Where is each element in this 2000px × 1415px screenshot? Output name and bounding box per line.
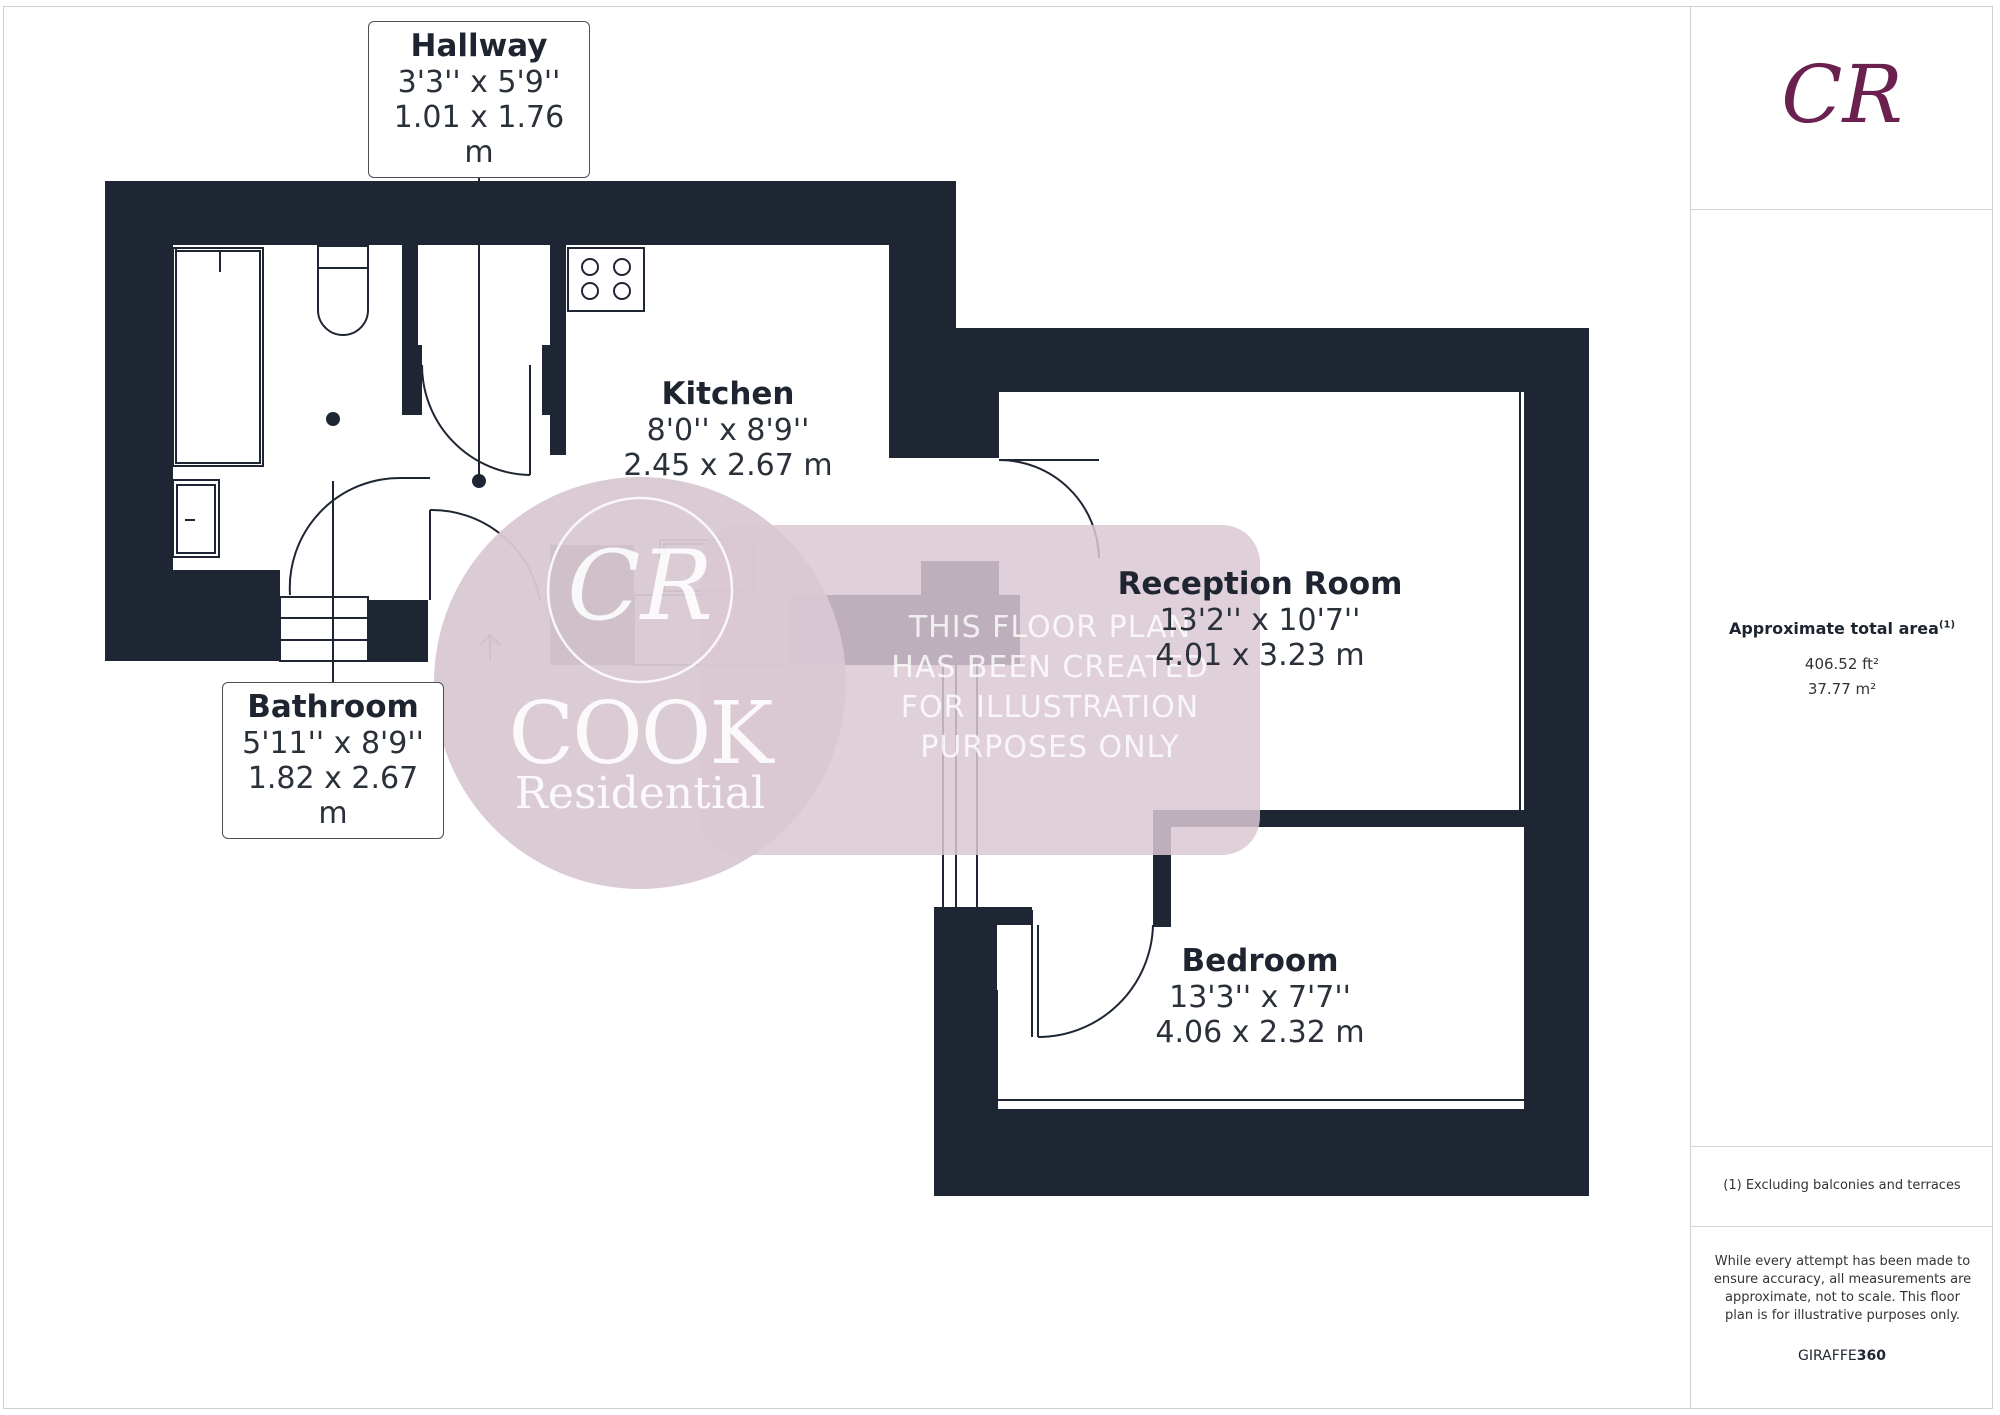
room-metric: 4.06 x 2.32 m: [1155, 1014, 1365, 1050]
toilet-icon: [317, 245, 369, 336]
room-label-hallway: Hallway 3'3'' x 5'9'' 1.01 x 1.76 m: [368, 21, 590, 178]
watermark-line: HAS BEEN CREATED: [891, 650, 1209, 685]
sink-icon: [172, 479, 220, 558]
brand-suffix: 360: [1856, 1348, 1886, 1364]
room-label-kitchen: Kitchen 8'0'' x 8'9'' 2.45 x 2.67 m: [598, 376, 858, 483]
footnote: (1) Excluding balconies and terraces: [1723, 1178, 1961, 1193]
area-sqm: 37.77 m²: [1807, 680, 1877, 698]
room-imperial: 8'0'' x 8'9'': [646, 412, 810, 448]
room-metric: 1.01 x 1.76 m: [393, 99, 565, 171]
logo-section: CR: [1691, 6, 1993, 210]
area-footnote-mark: (1): [1938, 619, 1956, 631]
brand-logo: CR: [1781, 48, 1903, 141]
area-title: Approximate total area(1): [1691, 619, 1993, 638]
room-imperial: 5'11'' x 8'9'': [242, 725, 424, 761]
bathroom-steps: [279, 596, 369, 662]
disclaimer: While every attempt has been made to ens…: [1713, 1254, 1972, 1323]
area-section: Approximate total area(1) 406.52 ft² 37.…: [1691, 210, 1993, 1147]
room-name: Bedroom: [1181, 943, 1339, 979]
area-sqft: 406.52 ft²: [1804, 655, 1880, 673]
area-title-text: Approximate total area: [1728, 619, 1939, 638]
hob-icon: [567, 247, 645, 312]
watermark-notice: THIS FLOOR PLAN HAS BEEN CREATED FOR ILL…: [860, 608, 1240, 768]
watermark-line: THIS FLOOR PLAN: [908, 610, 1192, 645]
room-name: Bathroom: [247, 689, 419, 725]
floor-plan-drawing: [105, 159, 1589, 1196]
footnote-section: (1) Excluding balconies and terraces: [1691, 1147, 1993, 1227]
watermark-line: FOR ILLUSTRATION: [900, 690, 1200, 725]
markers: [326, 412, 486, 488]
room-label-bathroom: Bathroom 5'11'' x 8'9'' 1.82 x 2.67 m: [222, 682, 444, 839]
room-name: Hallway: [410, 28, 548, 64]
room-imperial: 13'3'' x 7'7'': [1169, 979, 1351, 1015]
bath-icon: [172, 247, 264, 467]
room-imperial: 13'2'' x 10'7'': [1159, 602, 1361, 638]
watermark-logo-sub: Residential: [514, 768, 766, 819]
info-sidebar: CR Approximate total area(1) 406.52 ft² …: [1690, 6, 1993, 1409]
watermark-logo-name: COOK: [508, 684, 773, 784]
room-metric: 2.45 x 2.67 m: [623, 447, 833, 483]
watermark-line: PURPOSES ONLY: [920, 730, 1180, 765]
room-name: Kitchen: [661, 376, 795, 412]
page-frame: [3, 6, 1993, 1409]
brand-prefix: GIRAFFE: [1798, 1348, 1857, 1364]
room-label-bedroom: Bedroom 13'3'' x 7'7'' 4.06 x 2.32 m: [1120, 943, 1400, 1050]
room-label-reception: Reception Room 13'2'' x 10'7'' 4.01 x 3.…: [1100, 566, 1420, 673]
floor-plan: CR COOK Residential THIS FLOOR PLAN HAS …: [105, 21, 1589, 1196]
room-name: Reception Room: [1117, 566, 1403, 602]
room-metric: 4.01 x 3.23 m: [1155, 637, 1365, 673]
room-imperial: 3'3'' x 5'9'': [397, 64, 561, 100]
brand-credit: GIRAFFE360: [1691, 1348, 1993, 1364]
watermark: [434, 477, 1260, 889]
room-metric: 1.82 x 2.67 m: [247, 760, 419, 832]
watermark-monogram: CR: [567, 530, 713, 642]
